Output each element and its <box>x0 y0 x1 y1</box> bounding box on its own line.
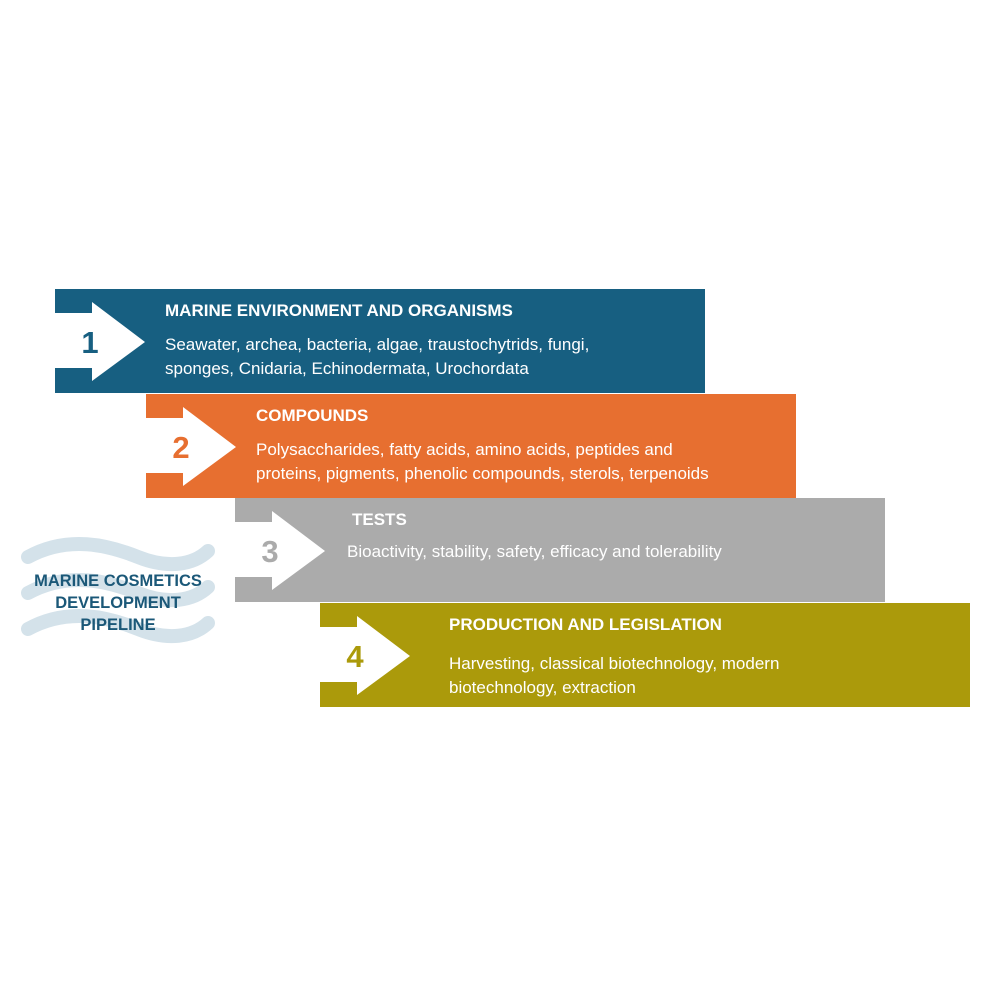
step-2-compounds: 2 COMPOUNDS Polysaccharides, fatty acids… <box>146 394 796 498</box>
description-line: sponges, Cnidaria, Echinodermata, Urocho… <box>165 359 529 378</box>
arrow-icon <box>146 407 236 486</box>
step-number: 1 <box>81 325 99 360</box>
step-1-marine-environment: 1 MARINE ENVIRONMENT AND ORGANISMS Seawa… <box>55 289 705 393</box>
description-line: Polysaccharides, fatty acids, amino acid… <box>256 440 673 459</box>
step-title: MARINE ENVIRONMENT AND ORGANISMS <box>165 301 513 320</box>
step-description: Bioactivity, stability, safety, efficacy… <box>347 540 877 564</box>
step-description: Harvesting, classical biotechnology, mod… <box>449 652 979 700</box>
step-4-production-legislation: 4 PRODUCTION AND LEGISLATION Harvesting,… <box>320 603 970 707</box>
step-title: COMPOUNDS <box>256 406 369 425</box>
step-number: 2 <box>172 430 190 465</box>
description-line: biotechnology, extraction <box>449 678 636 697</box>
step-title: TESTS <box>352 510 407 529</box>
step-description: Seawater, archea, bacteria, algae, traus… <box>165 333 695 381</box>
step-number: 3 <box>261 534 279 569</box>
pipeline-label-line: PIPELINE <box>80 616 156 634</box>
arrow-icon <box>320 616 410 695</box>
description-line: Seawater, archea, bacteria, algae, traus… <box>165 335 590 354</box>
pipeline-label: MARINE COSMETICS DEVELOPMENT PIPELINE <box>18 570 218 636</box>
step-number: 4 <box>346 639 364 674</box>
pipeline-label-line: DEVELOPMENT <box>55 594 181 612</box>
step-3-tests: 3 TESTS Bioactivity, stability, safety, … <box>235 498 885 602</box>
arrow-icon <box>55 302 145 381</box>
description-line: proteins, pigments, phenolic compounds, … <box>256 464 709 483</box>
pipeline-label-line: MARINE COSMETICS <box>34 572 202 590</box>
description-line: Bioactivity, stability, safety, efficacy… <box>347 542 722 561</box>
step-title: PRODUCTION AND LEGISLATION <box>449 615 722 634</box>
wave-icon <box>21 537 215 644</box>
step-description: Polysaccharides, fatty acids, amino acid… <box>256 438 786 486</box>
description-line: Harvesting, classical biotechnology, mod… <box>449 654 780 673</box>
arrow-icon <box>235 511 325 590</box>
